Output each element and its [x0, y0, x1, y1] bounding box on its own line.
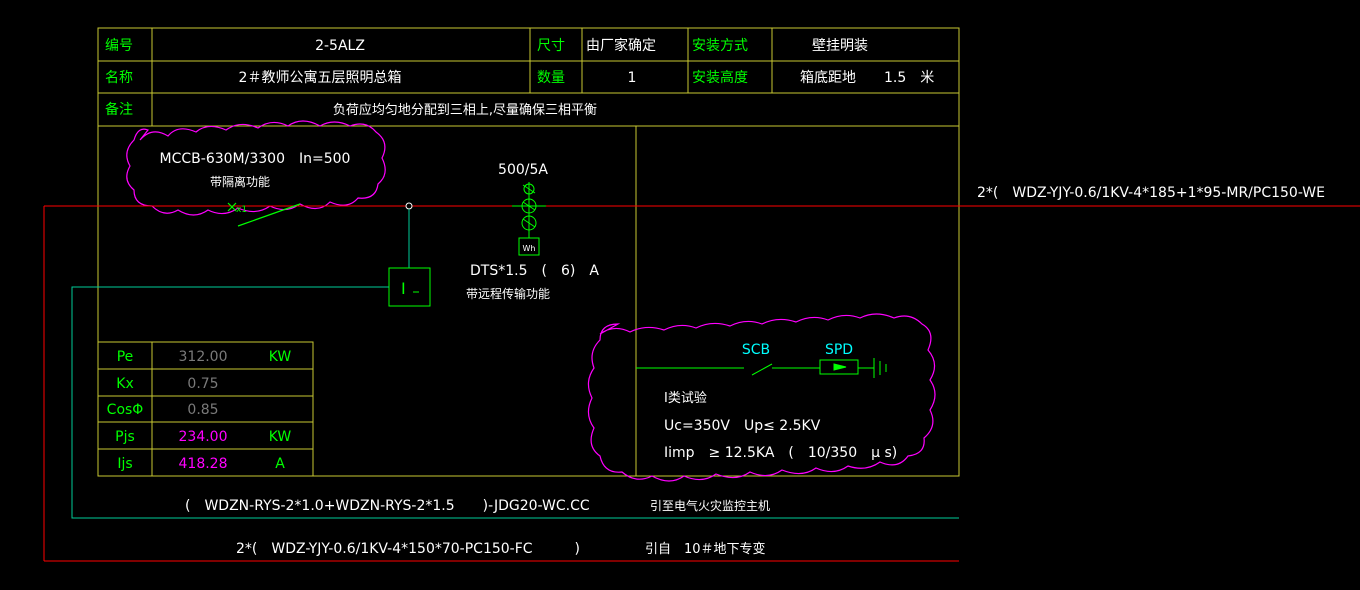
fire-cable: ( WDZN-RYS-2*1.0+WDZN-RYS-2*1.5 )-JDG20-…	[185, 498, 590, 514]
calc-value-pjs: 234.00	[179, 429, 228, 445]
scb-label: SCB	[742, 342, 770, 358]
breaker-mark: x1	[236, 205, 247, 215]
header-table	[97, 27, 960, 477]
calc-value-ijs: 418.28	[179, 456, 228, 472]
leakage-symbol: I	[401, 279, 406, 298]
header-label-height: 安装高度	[692, 69, 748, 86]
ct-symbol	[512, 182, 546, 238]
header-value-height: 箱底距地 1.5 米	[800, 70, 934, 86]
calc-name-cos: CosΦ	[107, 402, 144, 418]
calc-unit-pjs: KW	[269, 429, 292, 445]
leakage-monitor-box	[388, 267, 431, 307]
calc-value-cos: 0.85	[187, 402, 218, 418]
header-label-code: 编号	[105, 38, 133, 54]
fire-destination: 引至电气火灾监控主机	[650, 498, 770, 513]
spd-cloud	[587, 313, 936, 482]
spd-label: SPD	[825, 342, 853, 358]
calc-table	[97, 341, 314, 477]
breaker-model: MCCB-630M/3300 In=500	[160, 151, 351, 167]
ct-ratio: 500/5A	[498, 162, 548, 178]
energy-meter-box	[518, 237, 540, 256]
calc-unit-ijs: A	[275, 456, 285, 472]
breaker-switch-symbol	[227, 202, 301, 227]
header-value-size: 由厂家确定	[586, 37, 656, 54]
header-value-name: 2＃教师公寓五层照明总箱	[239, 69, 402, 86]
breaker-cloud	[126, 120, 386, 216]
header-label-note: 备注	[105, 101, 133, 118]
header-label-size: 尺寸	[537, 38, 565, 54]
calc-unit-pe: KW	[269, 349, 292, 365]
incoming-cable: 2*( WDZ-YJY-0.6/1KV-4*185+1*95-MR/PC150-…	[977, 185, 1325, 201]
calc-name-pjs: Pjs	[115, 429, 135, 445]
fire-monitor-wire	[71, 286, 959, 519]
spd-class: Ⅰ类试验	[664, 390, 707, 406]
energy-meter-label: Wh	[523, 244, 536, 253]
header-label-qty: 数量	[537, 70, 565, 86]
header-label-install: 安装方式	[692, 38, 748, 54]
supply-cable: 2*( WDZ-YJY-0.6/1KV-4*150*70-PC150-FC )	[236, 541, 580, 557]
bus-node	[405, 202, 413, 210]
calc-value-pe: 312.00	[179, 349, 228, 365]
spd-uc: Uc=350V Up≤ 2.5KV	[664, 418, 821, 434]
dts-model: DTS*1.5 ( 6) A	[470, 263, 599, 279]
calc-name-ijs: Ijs	[117, 456, 132, 472]
header-value-note: 负荷应均匀地分配到三相上,尽量确保三相平衡	[333, 102, 597, 118]
supply-destination: 引自 10＃地下专变	[645, 541, 766, 557]
calc-name-kx: Kx	[116, 376, 133, 392]
spd-circuit	[636, 358, 887, 378]
header-value-install: 壁挂明装	[812, 38, 868, 54]
calc-name-pe: Pe	[117, 349, 134, 365]
header-value-qty: 1	[628, 70, 637, 86]
spd-iimp: Iimp ≥ 12.5KA ( 10/350 μ s)	[664, 445, 897, 461]
header-value-code: 2-5ALZ	[315, 38, 365, 54]
dts-feature: 带远程传输功能	[466, 286, 550, 301]
breaker-feature: 带隔离功能	[210, 174, 270, 189]
header-label-name: 名称	[105, 70, 133, 86]
calc-value-kx: 0.75	[187, 376, 218, 392]
